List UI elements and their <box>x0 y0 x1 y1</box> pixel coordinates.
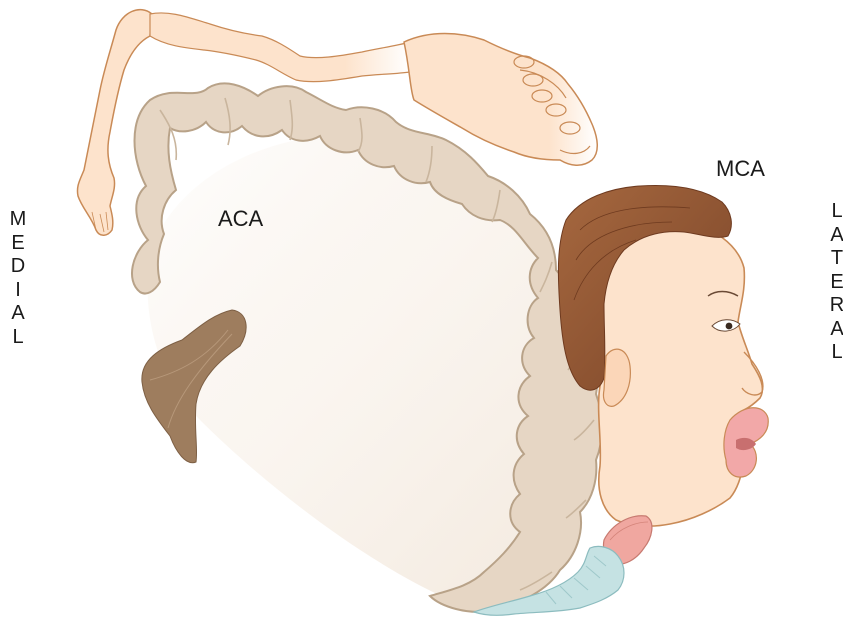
medial-letter: M <box>6 208 30 232</box>
mca-label: MCA <box>716 158 765 180</box>
lateral-letter: R <box>825 294 843 318</box>
lateral-letter: A <box>825 318 843 342</box>
thigh <box>150 13 410 82</box>
lateral-letter: L <box>825 341 843 365</box>
lateral-letter: E <box>825 271 843 295</box>
medial-letter: E <box>6 232 30 256</box>
medial-letter: D <box>6 255 30 279</box>
lateral-letter: A <box>825 224 843 248</box>
medial-letter: L <box>6 326 30 350</box>
lateral-letter: T <box>825 247 843 271</box>
medial-letter: I <box>6 279 30 303</box>
aca-label: ACA <box>218 208 263 230</box>
lateral-letter: L <box>825 200 843 224</box>
medial-letter: A <box>6 302 30 326</box>
